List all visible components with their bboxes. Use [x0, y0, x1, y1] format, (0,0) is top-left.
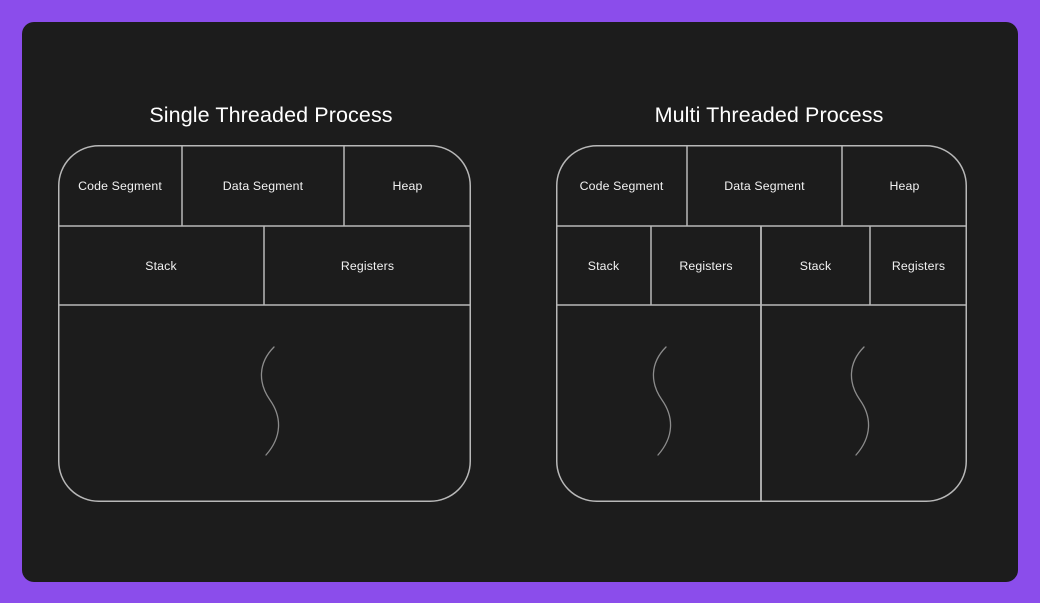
- thread-squiggle-icon: [652, 346, 672, 456]
- thread-squiggle-icon: [260, 346, 280, 456]
- diagram-title-single-threaded: Single Threaded Process: [149, 103, 393, 127]
- dark-panel: Single Threaded Process Code Segm: [22, 22, 1018, 582]
- thread-squiggle-icon: [850, 346, 870, 456]
- process-box-outline-single: [58, 145, 471, 502]
- diagram-single-threaded: Single Threaded Process Code Segm: [22, 22, 520, 582]
- diagram-title-multi-threaded: Multi Threaded Process: [654, 103, 884, 127]
- process-box-single: Code Segment Data Segment Heap Stack Reg…: [58, 145, 471, 502]
- process-box-multi: Code Segment Data Segment Heap Stack Reg…: [556, 145, 967, 502]
- process-box-outline-multi: [556, 145, 967, 502]
- diagram-multi-threaded: Multi Threaded Process: [520, 22, 1018, 582]
